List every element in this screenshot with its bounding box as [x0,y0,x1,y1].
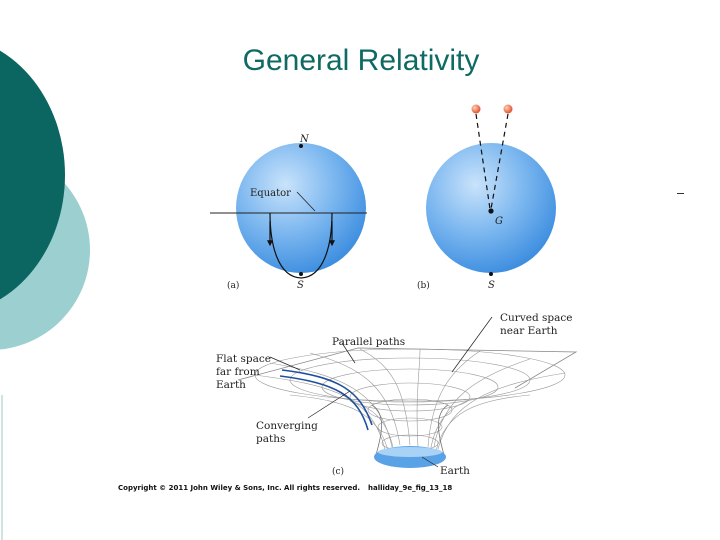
path-right-b [490,113,509,210]
sphere-a [236,143,366,273]
earth-highlight [378,447,442,457]
panel-c-tag: (c) [332,466,344,477]
converging-label-1: Converging [256,420,318,432]
flat-leader [269,356,301,371]
south-pole-dot-b [489,272,493,276]
north-pole-dot [299,144,303,148]
south-label-a: S [297,280,304,291]
equator-leader [296,191,316,212]
copyright-text: Copyright © 2011 John Wiley & Sons, Inc.… [118,484,361,492]
figure-id-text: halliday_9e_fig_13_18 [368,484,453,492]
grid-spokes [254,348,566,454]
flat-space-label-1: Flat space [216,353,271,365]
curved-space-label-2: near Earth [500,325,558,337]
path-left-b [475,113,491,210]
converging-path-2 [279,375,369,431]
curved-leader [451,316,493,373]
relativity-figure: N Equator S (a) G S (b) [210,104,578,477]
panel-c: Parallel paths Curved space near Earth F… [216,312,578,477]
funnel-walls [371,404,449,456]
equator-label: Equator [250,188,291,199]
parallel-paths-label: Parallel paths [332,336,405,348]
mass-right [503,104,513,114]
panel-b-tag: (b) [417,280,430,291]
sheet-edge [237,347,578,389]
panel-b: G S (b) [417,104,556,291]
curved-space-label-1: Curved space [500,312,573,324]
parallel-leader [341,342,356,364]
sphere-b [426,143,556,273]
flat-space-label-2: far from [216,366,260,378]
stray-dash [677,193,684,194]
earth-label: Earth [440,465,470,477]
panel-a: N Equator S (a) [210,134,367,291]
grid-rings [254,348,566,452]
converging-label-2: paths [256,433,285,445]
dark-teal-circle [0,50,65,300]
converging-leader [307,390,351,419]
mass-left [471,104,481,114]
flat-space-label-3: Earth [216,379,246,391]
south-pole-dot [299,272,303,276]
g-label: G [495,216,503,227]
earth-leader [421,456,439,468]
center-point-g [488,208,494,214]
converging-path-1 [281,369,373,426]
panel-a-tag: (a) [227,280,239,291]
north-label: N [299,134,310,145]
slide-title: General Relativity [242,44,480,77]
south-label-b: S [488,280,495,291]
